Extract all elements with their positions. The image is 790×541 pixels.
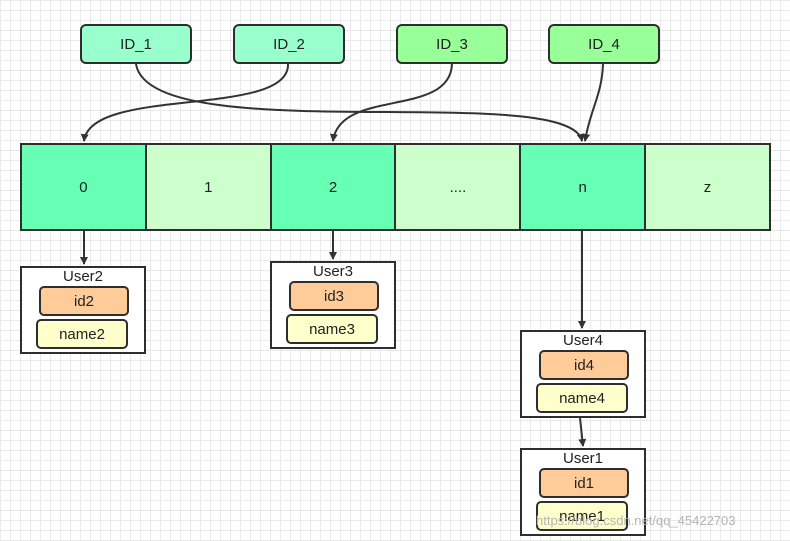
user2-title: User2 [62,268,103,285]
user3-node: User3 id3 name3 [270,261,396,349]
array-slot-ellipsis: .... [396,145,522,229]
arrow-id4-to-slot-n [582,63,604,142]
user2-name-field: name2 [36,319,128,349]
user4-id-field: id4 [539,350,629,380]
hash-array: 0 1 2 .... n z [20,143,771,231]
watermark: https://blog.csdn.net/qq_45422703 [536,513,736,528]
arrow-id1-to-slot-n [135,63,585,142]
user3-title: User3 [312,263,353,280]
key-id-2: ID_2 [233,24,345,64]
user2-id-field: id2 [39,286,129,316]
user1-name-field: name1 [536,501,628,531]
key-id-3: ID_3 [396,24,508,64]
array-slot-n: n [521,145,647,229]
user3-name-field: name3 [286,314,378,344]
key-id-1: ID_1 [80,24,192,64]
array-slot-1: 1 [146,145,272,229]
user4-title: User4 [562,332,603,349]
user1-node: User1 id1 name1 [520,448,646,536]
arrow-id3-to-slot-2 [329,63,453,142]
user1-id-field: id1 [539,468,629,498]
user4-name-field: name4 [536,383,628,413]
arrow-id2-to-slot-0 [80,63,290,142]
arrow-user4-to-user1 [578,417,587,447]
array-slot-0: 0 [22,145,147,229]
array-slot-z: z [646,145,769,229]
key-id-4: ID_4 [548,24,660,64]
user3-id-field: id3 [289,281,379,311]
user2-node: User2 id2 name2 [20,266,146,354]
array-slot-2: 2 [271,145,397,229]
user1-title: User1 [562,450,603,467]
user4-node: User4 id4 name4 [520,330,646,418]
